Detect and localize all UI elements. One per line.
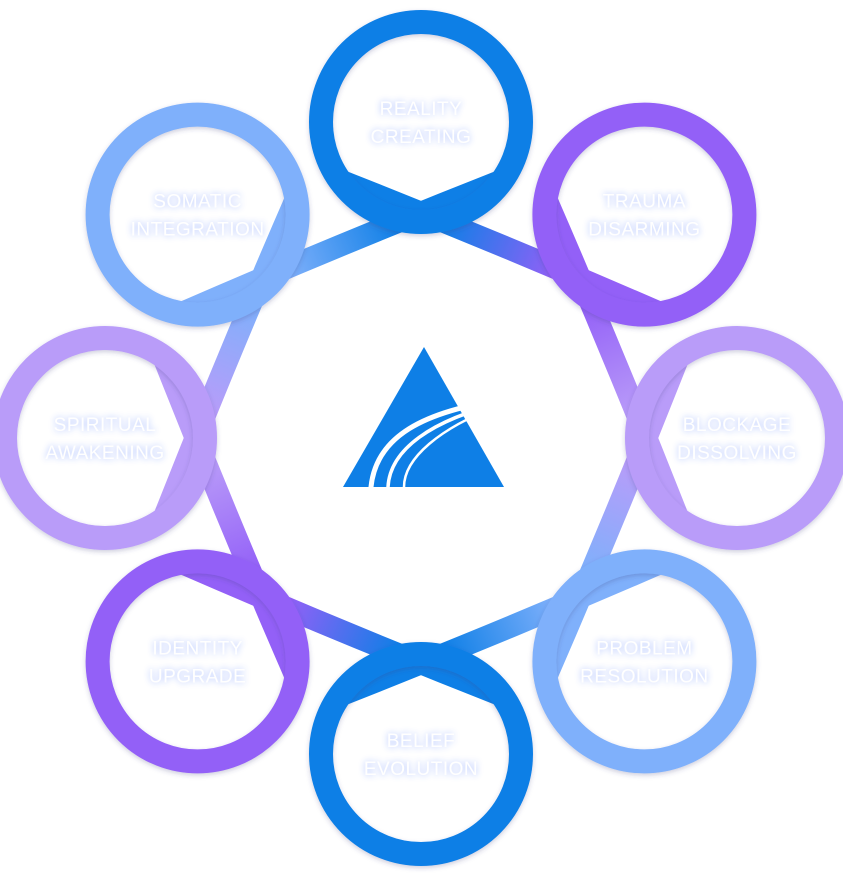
label-somatic-integration-line-2: INTEGRATION [131, 220, 265, 241]
ring-somatic-integration [85, 102, 310, 327]
label-reality-creating-line-1: REALITY [380, 99, 463, 120]
label-trauma-disarming-line-1: TRAUMA [603, 192, 686, 213]
label-problem-resolution-line-1: PROBLEM [596, 638, 692, 659]
label-reality-creating-line-2: CREATING [371, 127, 472, 148]
label-identity-upgrade-line-1: IDENTITY [152, 638, 243, 659]
link-blockage-dissolving-to-problem-resolution [534, 345, 690, 689]
label-belief-evolution: BELIEF EVOLUTION [364, 731, 478, 780]
ring-trauma-disarming [532, 102, 757, 327]
link-spiritual-awakening-to-somatic-integration [152, 187, 308, 531]
link-problem-resolution-to-belief-evolution [328, 551, 672, 707]
link-identity-upgrade-to-spiritual-awakening [152, 345, 308, 689]
node-labels: REALITY CREATING TRAUMA DISARMING BLOCKAGE DI… [45, 99, 796, 780]
link-somatic-integration-to-reality-creating [170, 169, 514, 325]
logo-road-stripe-outer [368, 395, 518, 490]
link-reality-creating-to-trauma-disarming [328, 169, 672, 325]
label-blockage-dissolving: BLOCKAGE DISSOLVING [677, 415, 797, 464]
ring-belief-evolution [309, 642, 533, 866]
ring-problem-resolution [532, 549, 757, 774]
label-blockage-dissolving-line-1: BLOCKAGE [683, 415, 792, 436]
label-blockage-dissolving-line-2: DISSOLVING [677, 443, 797, 464]
label-belief-evolution-line-2: EVOLUTION [364, 759, 478, 780]
connector-links [152, 169, 690, 707]
link-belief-evolution-to-identity-upgrade [170, 551, 514, 707]
label-somatic-integration: SOMATIC INTEGRATION [131, 192, 265, 241]
label-trauma-disarming-line-2: DISARMING [588, 220, 700, 241]
ring-blockage-dissolving [625, 326, 843, 550]
ring-identity-upgrade [85, 549, 310, 774]
label-identity-upgrade: IDENTITY UPGRADE [149, 638, 246, 687]
label-somatic-integration-line-1: SOMATIC [153, 192, 242, 213]
triangle-road-logo-icon [343, 347, 518, 490]
logo-road-stripe-middle [386, 400, 507, 489]
label-reality-creating: REALITY CREATING [371, 99, 472, 148]
ring-reality-creating [309, 10, 533, 234]
label-problem-resolution-line-2: RESOLUTION [580, 666, 709, 687]
label-spiritual-awakening-line-1: SPIRITUAL [54, 415, 157, 436]
label-problem-resolution: PROBLEM RESOLUTION [580, 638, 709, 687]
logo-road-stripe-inner [402, 404, 500, 489]
label-spiritual-awakening-line-2: AWAKENING [45, 443, 164, 464]
label-spiritual-awakening: SPIRITUAL AWAKENING [45, 415, 164, 464]
label-belief-evolution-line-1: BELIEF [387, 731, 455, 752]
ring-spiritual-awakening [0, 326, 217, 550]
node-rings [0, 10, 843, 866]
link-trauma-disarming-to-blockage-dissolving [534, 187, 690, 531]
label-identity-upgrade-line-2: UPGRADE [149, 666, 246, 687]
label-trauma-disarming: TRAUMA DISARMING [588, 192, 700, 241]
logo-triangle [343, 347, 504, 487]
